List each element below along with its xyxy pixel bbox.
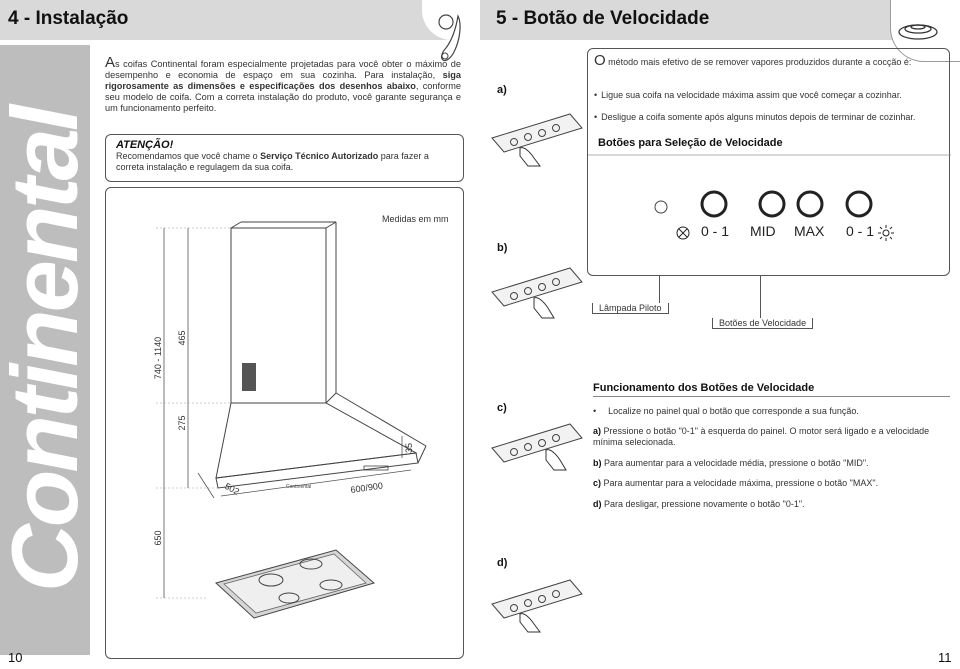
intro-text-bold: siga rigorosamente as dimensões e especi…	[105, 70, 461, 91]
method-box: O método mais efetivo de se remover vapo…	[587, 48, 951, 276]
label-light: 0 - 1	[846, 223, 875, 239]
step-c-label: c)	[497, 402, 507, 414]
dim-hood: 275	[177, 415, 187, 430]
right-header: 5 - Botão de Velocidade	[480, 0, 960, 40]
method-intro: O método mais efetivo de se remover vapo…	[594, 52, 944, 69]
units-label: Medidas em mm	[382, 214, 449, 224]
functioning-step-d: d) Para desligar, pressione novamente o …	[593, 499, 953, 510]
panel-illustration-c	[491, 423, 583, 471]
label-off-1: 0 - 1	[701, 223, 730, 239]
speed-buttons-leader	[760, 276, 761, 318]
dim-chimney: 465	[177, 330, 187, 345]
panel-illustration-b	[491, 267, 583, 319]
dim-width: 600/900	[350, 481, 384, 495]
speed-button-max	[796, 190, 824, 218]
panel-illustration-d	[491, 579, 583, 633]
step-text: Pressione o botão "0-1" à esquerda do pa…	[593, 426, 930, 447]
warning-title: ATENÇÃO!	[116, 139, 174, 151]
method-drop-cap: O	[594, 52, 606, 69]
warning-text: Recomendamos que você chame o Serviço Té…	[116, 151, 456, 173]
speed-button-mid	[758, 190, 786, 218]
functioning-bullet: •Localize no painel qual o botão que cor…	[593, 406, 859, 416]
method-bullet: Ligue sua coifa na velocidade máxima ass…	[594, 90, 902, 100]
method-bullet: Desligue a coifa somente após alguns min…	[594, 112, 915, 122]
step-text: Para desligar, pressione novamente o bot…	[604, 499, 805, 509]
brand-logo-text: Continental	[0, 108, 90, 592]
label-max: MAX	[794, 223, 825, 239]
intro-text-2: , conforme seu modelo de coifa. Com a co…	[105, 81, 461, 113]
step-letter: a)	[593, 426, 602, 436]
installation-drawing: Continental 740 - 1140 465 275 650 35 50…	[105, 187, 464, 659]
dim-cooktop-height: 650	[153, 530, 163, 545]
warning-text-1: Recomendamos que você chame o	[116, 151, 261, 161]
step-letter: d)	[593, 499, 602, 509]
warning-box: ATENÇÃO! Recomendamos que você chame o S…	[105, 134, 464, 182]
functioning-bullet-text: Localize no painel qual o botão que corr…	[608, 406, 859, 416]
page-number-right: 11	[938, 650, 952, 665]
functioning-step-b: b) Para aumentar para a velocidade média…	[593, 458, 953, 469]
functioning-step-c: c) Para aumentar para a velocidade máxim…	[593, 478, 953, 489]
dim-edge: 35	[404, 443, 414, 453]
step-letter: c)	[593, 478, 602, 488]
left-header: 4 - Instalação	[0, 0, 480, 40]
speed-selection-title: Botões para Seleção de Velocidade	[598, 137, 783, 149]
left-page-title: 4 - Instalação	[8, 8, 129, 29]
pilot-lamp-leader	[659, 276, 660, 303]
light-bulb-icon	[878, 225, 894, 241]
hood-diagram: Continental 740 - 1140 465 275 650 35 50…	[153, 214, 449, 619]
warning-text-2: para fazer a correta instalação e regula…	[116, 151, 429, 172]
step-a-label: a)	[497, 84, 507, 96]
label-mid: MID	[750, 223, 776, 239]
cooktop-icon	[898, 24, 938, 40]
speed-button-off-1	[700, 190, 728, 218]
light-button	[845, 190, 873, 218]
speed-buttons-label: Botões de Velocidade	[712, 318, 814, 329]
wrench-note-icon	[438, 14, 461, 62]
step-b-label: b)	[497, 242, 508, 254]
speed-buttons-diagram	[588, 154, 951, 241]
functioning-step-a: a) Pressione o botão "0-1" à esquerda do…	[593, 426, 953, 448]
step-d-label: d)	[497, 557, 508, 569]
installation-intro: As coifas Continental foram especialment…	[105, 54, 461, 114]
functioning-divider	[593, 396, 950, 397]
intro-text-1: s coifas Continental foram especialmente…	[105, 59, 461, 80]
method-text: método mais efetivo de se remover vapore…	[605, 57, 912, 67]
right-page-title: 5 - Botão de Velocidade	[496, 8, 710, 29]
pilot-lamp	[654, 200, 668, 214]
functioning-title: Funcionamento dos Botões de Velocidade	[593, 382, 815, 394]
warning-text-bold: Serviço Técnico Autorizado	[260, 151, 379, 161]
brand-strip: Continental	[0, 45, 90, 655]
panel-illustration-a	[491, 113, 583, 167]
pilot-lamp-label: Lâmpada Piloto	[592, 303, 669, 314]
fan-icon	[676, 226, 690, 240]
intro-drop-cap: A	[105, 54, 116, 71]
step-text: Para aumentar para a velocidade máxima, …	[603, 478, 879, 488]
page-number-left: 10	[8, 650, 23, 665]
hood-brand-mark: Continental	[286, 484, 311, 490]
step-letter: b)	[593, 458, 602, 468]
step-text: Para aumentar para a velocidade média, p…	[604, 458, 869, 468]
dim-total: 740 - 1140	[153, 337, 163, 379]
